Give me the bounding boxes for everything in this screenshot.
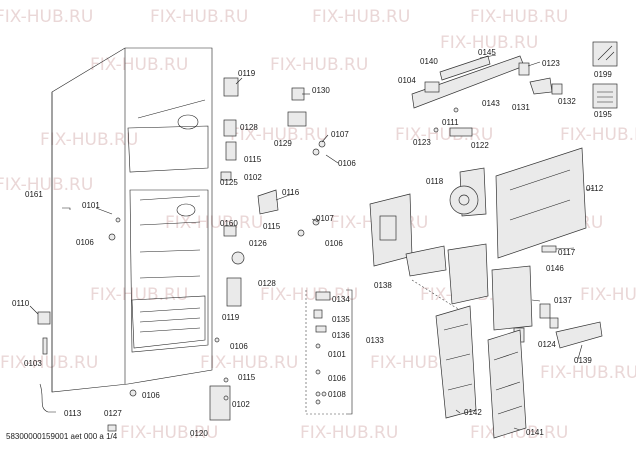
watermark: FIX-HUB.RU (165, 213, 263, 233)
small-parts-group (305, 289, 353, 415)
label-0103: 0103 (24, 359, 42, 368)
leader-lines (29, 54, 595, 431)
label-0143: 0143 (482, 99, 500, 108)
label-0101: 0101 (328, 350, 346, 359)
label-0102: 0102 (244, 173, 262, 182)
watermark: FIX-HUB.RU (0, 175, 93, 195)
service-icons (592, 41, 618, 109)
label-0126: 0126 (249, 239, 267, 248)
part-labels: 0119 0130 0128 0129 0107 0115 0106 0102 … (12, 48, 612, 438)
label-0117: 0117 (558, 248, 576, 257)
label-0116: 0116 (282, 188, 300, 197)
watermark: FIX-HUB.RU (230, 125, 328, 145)
label-0122: 0122 (471, 141, 489, 150)
watermark: FIX-HUB.RU (200, 353, 298, 373)
fridge-cabinet (51, 47, 213, 393)
label-0113: 0113 (64, 409, 82, 418)
label-0140: 0140 (420, 57, 438, 66)
watermark: FIX-HUB.RU (90, 285, 188, 305)
label-0115: 0115 (244, 155, 262, 164)
label-0106: 0106 (325, 239, 343, 248)
watermark: FIX-HUB.RU (580, 285, 636, 305)
label-0106: 0106 (328, 374, 346, 383)
label-0195: 0195 (594, 110, 612, 119)
label-0102: 0102 (232, 400, 250, 409)
document-footer: 58300000159001 aet 000 a 1/4 (6, 432, 118, 441)
label-0123: 0123 (542, 59, 560, 68)
control-strip (411, 55, 563, 137)
watermark: FIX-HUB.RU (312, 7, 410, 27)
label-0160: 0160 (220, 219, 238, 228)
label-0125: 0125 (220, 178, 238, 187)
watermark: FIX-HUB.RU (540, 363, 636, 383)
label-0136: 0136 (332, 331, 350, 340)
label-0141: 0141 (526, 428, 544, 437)
label-0110: 0110 (12, 299, 30, 308)
label-0115: 0115 (263, 222, 281, 231)
label-0146: 0146 (546, 264, 564, 273)
watermark: FIX-HUB.RU (560, 125, 636, 145)
watermark: FIX-HUB.RU (470, 7, 568, 27)
label-0101: 0101 (82, 201, 100, 210)
label-0128: 0128 (258, 279, 276, 288)
label-0139: 0139 (574, 356, 592, 365)
wrench-icon (597, 45, 615, 61)
label-0130: 0130 (312, 86, 330, 95)
label-0131: 0131 (512, 103, 530, 112)
label-0132: 0132 (558, 97, 576, 106)
label-0120: 0120 (190, 429, 208, 438)
left-parts (37, 217, 137, 432)
watermark: FIX-HUB.RU (270, 55, 368, 75)
label-0161: 0161 (25, 190, 43, 199)
label-0128: 0128 (240, 123, 258, 132)
watermark: FIX-HUB.RU (150, 7, 248, 27)
label-0118: 0118 (426, 177, 444, 186)
label-0107: 0107 (331, 130, 349, 139)
watermark: FIX-HUB.RU (300, 423, 398, 443)
watermark: FIX-HUB.RU (0, 7, 93, 27)
label-0134: 0134 (332, 295, 350, 304)
watermark: FIX-HUB.RU (120, 423, 218, 443)
label-0129: 0129 (274, 139, 292, 148)
watermark: FIX-HUB.RU (40, 130, 138, 150)
label-0199: 0199 (594, 70, 612, 79)
label-0135: 0135 (332, 315, 350, 324)
dispenser-assembly (369, 193, 603, 349)
label-0127: 0127 (104, 409, 122, 418)
watermark: FIX-HUB.RU (260, 285, 358, 305)
watermark: FIX-HUB.RU (0, 353, 98, 373)
label-0123: 0123 (413, 138, 431, 147)
label-0145: 0145 (478, 48, 496, 57)
label-0133: 0133 (366, 336, 384, 345)
evaporator-cover (449, 147, 587, 259)
label-0137: 0137 (554, 296, 572, 305)
label-0138: 0138 (374, 281, 392, 290)
label-0124: 0124 (538, 340, 556, 349)
label-0106: 0106 (76, 238, 94, 247)
watermark: FIX-HUB.RU (90, 55, 188, 75)
label-0106: 0106 (142, 391, 160, 400)
label-0107: 0107 (316, 214, 334, 223)
label-0108: 0108 (328, 390, 346, 399)
label-0104: 0104 (398, 76, 416, 85)
door-panels (435, 305, 527, 439)
label-0142: 0142 (464, 408, 482, 417)
label-0111: 0111 (442, 118, 459, 127)
watermark: FIX-HUB.RU (440, 33, 538, 53)
label-0115: 0115 (238, 373, 256, 382)
coil-icon (597, 91, 613, 103)
label-0112: 0112 (586, 184, 604, 193)
label-0119: 0119 (222, 313, 240, 322)
middle-parts (209, 77, 326, 421)
label-0106: 0106 (230, 342, 248, 351)
label-0106: 0106 (338, 159, 356, 168)
label-0119: 0119 (238, 69, 256, 78)
